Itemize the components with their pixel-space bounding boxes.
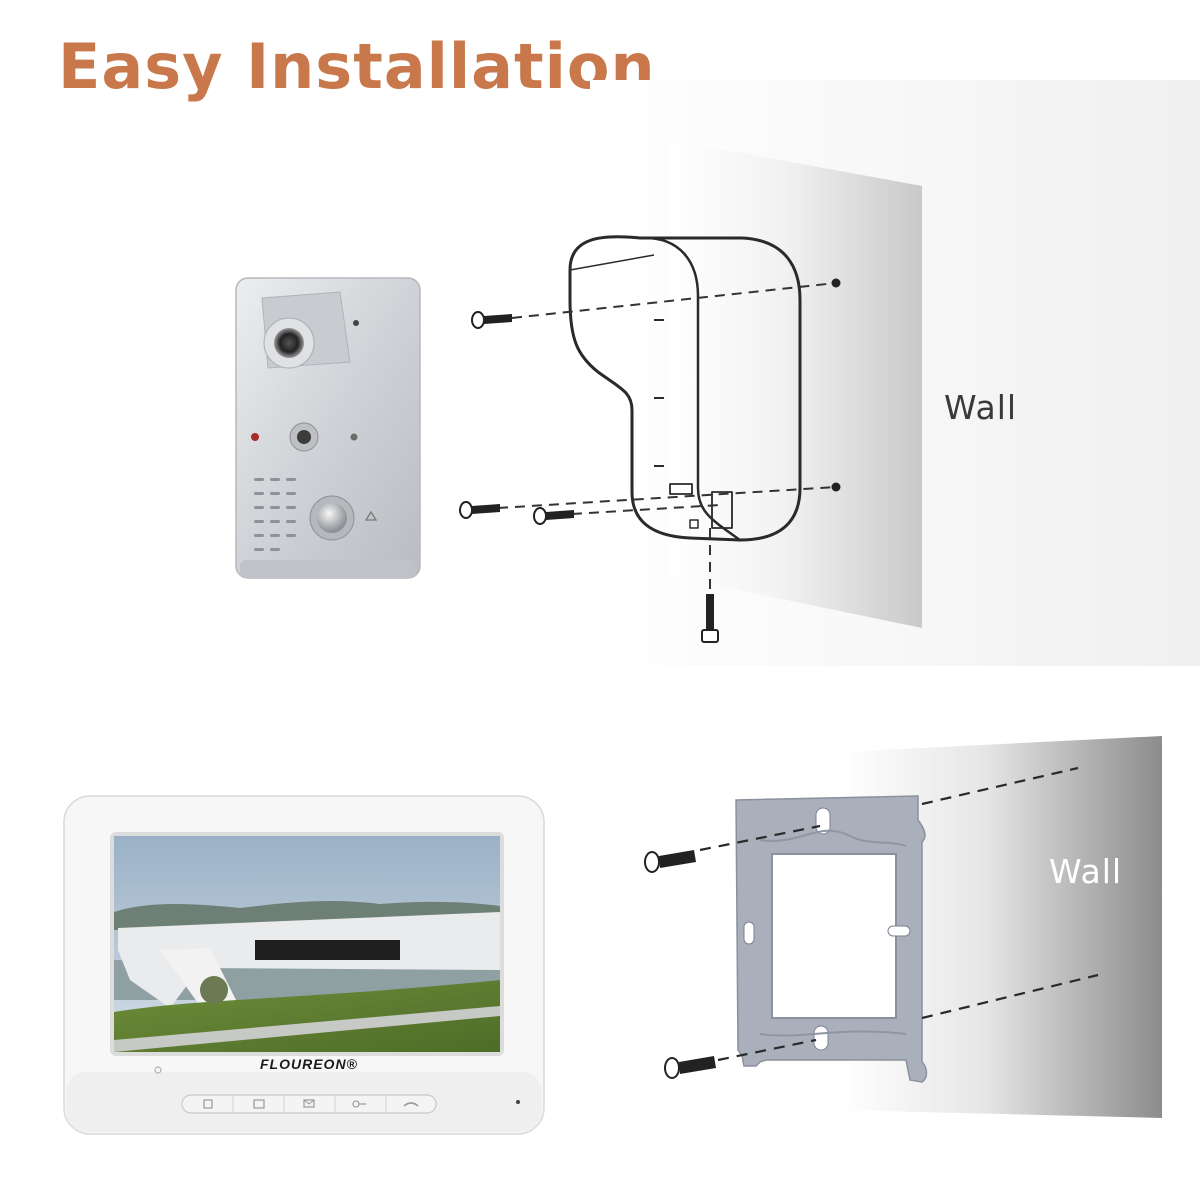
wall-hole-icon — [831, 278, 841, 288]
door-camera-base — [240, 560, 416, 578]
microphone-icon — [353, 320, 359, 326]
handset-icon[interactable] — [403, 1102, 419, 1107]
monitor-mic-icon — [516, 1100, 520, 1104]
headline: Easy Installation — [58, 30, 656, 103]
power-icon — [154, 1066, 162, 1074]
bracket-slot — [743, 921, 755, 945]
door-camera-unit — [235, 277, 421, 579]
intercom-icon[interactable] — [203, 1099, 213, 1109]
speaker-grille-icon — [254, 478, 296, 551]
screw-icon — [701, 594, 719, 643]
indicator-led-icon — [251, 433, 259, 441]
mounting-bracket — [735, 795, 928, 1083]
top-wall — [670, 140, 922, 628]
brand-logo: FLOUREON® — [260, 1056, 358, 1072]
mail-icon[interactable] — [303, 1099, 315, 1108]
bottom-install-section — [63, 736, 1162, 1135]
monitor-screen — [114, 836, 500, 1052]
bracket-slot — [887, 925, 911, 937]
wall-label-bottom: Wall — [1049, 852, 1123, 891]
rain-cover-side-edge — [639, 236, 741, 542]
camera-lens-icon — [274, 328, 304, 358]
rain-cover-outline — [568, 235, 802, 542]
indoor-monitor — [63, 795, 545, 1135]
wall-label-top: Wall — [944, 388, 1018, 427]
screw-icon — [533, 507, 574, 525]
bracket-slot — [815, 807, 831, 835]
bracket-slot — [813, 1025, 829, 1051]
bracket-window — [771, 853, 897, 1019]
bell-icon — [364, 510, 378, 521]
image-icon[interactable] — [253, 1099, 265, 1109]
ir-sensor-icon — [297, 430, 311, 444]
key-icon[interactable] — [352, 1100, 366, 1108]
screw-icon — [471, 311, 512, 329]
light-sensor-icon — [350, 433, 358, 441]
wall-hole-icon — [831, 482, 841, 492]
bottom-guide-lines — [699, 766, 1099, 1062]
top-install-section — [235, 80, 1200, 666]
screw-icon — [459, 501, 500, 519]
screw-icon — [644, 850, 696, 873]
top-guide-lines — [497, 282, 837, 592]
bell-button-icon — [317, 503, 347, 533]
screw-icon — [664, 1056, 716, 1079]
